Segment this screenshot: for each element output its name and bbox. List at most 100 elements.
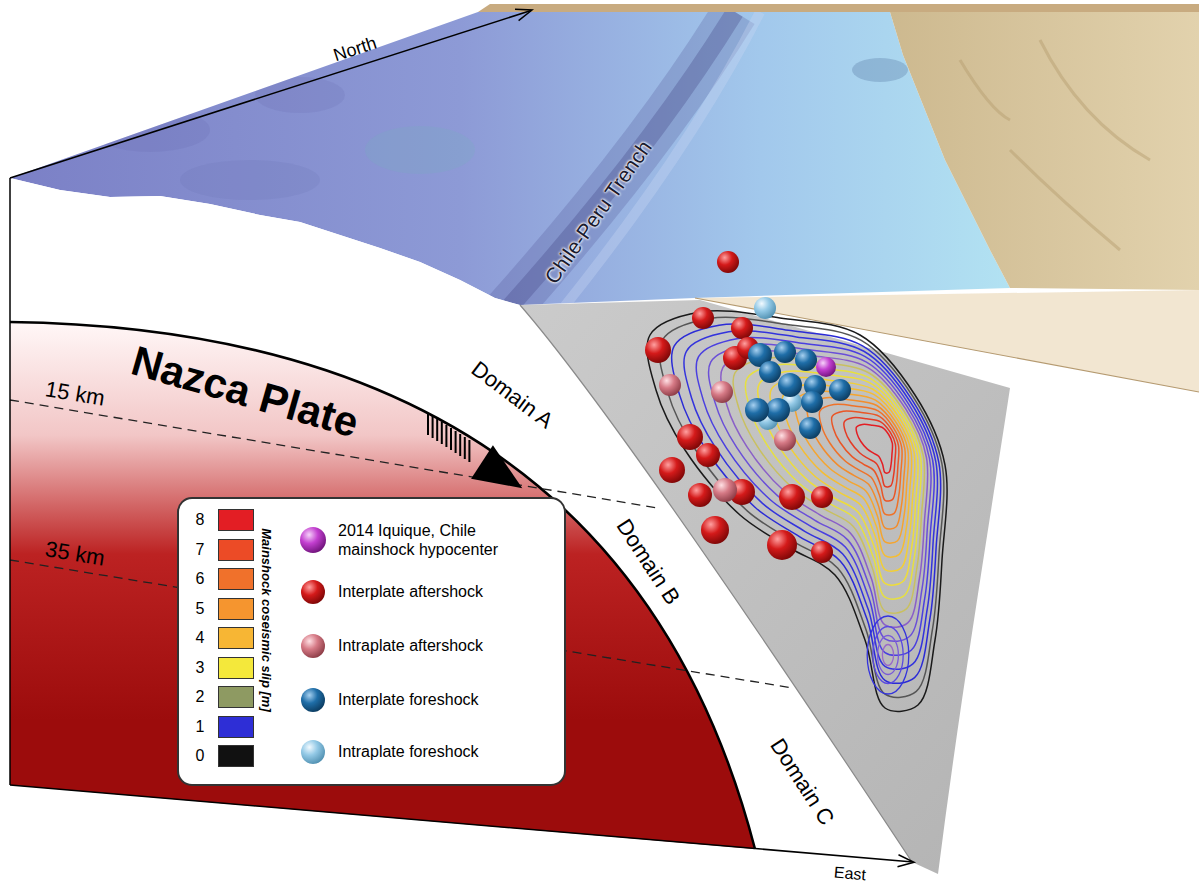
legend-text: Intraplate foreshock (338, 742, 479, 761)
earthquake-sphere (717, 251, 739, 273)
slip-contour (696, 337, 934, 655)
north-arrowhead (515, 9, 532, 20)
earthquake-sphere (774, 341, 796, 363)
axis-label: East (833, 865, 866, 884)
earthquake-sphere (816, 357, 836, 377)
earthquake-sphere (779, 484, 805, 510)
legend-text: Intraplate aftershock (338, 636, 483, 655)
slip-value: 2 (196, 688, 205, 706)
slip-contour (721, 351, 928, 628)
earthquake-sphere (801, 391, 823, 413)
slip-contour (873, 627, 903, 684)
legend-symbol (301, 740, 325, 764)
earthquake-sphere (811, 486, 833, 508)
earthquake-sphere (659, 374, 681, 396)
coast-land (890, 12, 1199, 290)
east-arrowhead (898, 855, 915, 867)
slip-value: 8 (196, 511, 205, 529)
earthquake-sphere (754, 297, 776, 319)
slip-swatch (218, 716, 254, 738)
slip-contours (647, 311, 947, 712)
slip-contour (709, 344, 932, 641)
earthquake-sphere (692, 307, 714, 329)
earthquake-sphere (713, 478, 737, 502)
slip-value: 6 (196, 570, 205, 588)
legend-symbols (300, 527, 326, 764)
earthquake-sphere (659, 457, 685, 483)
slip-value: 1 (196, 717, 205, 735)
earthquake-sphere (696, 443, 720, 467)
slip-contour (807, 398, 906, 530)
seismicity (645, 251, 851, 563)
slip-swatch (218, 686, 254, 708)
earthquake-sphere (795, 349, 817, 371)
seamount (852, 58, 908, 82)
slip-swatch (218, 657, 254, 679)
slip-swatch (218, 745, 254, 767)
earthquake-sphere (766, 398, 790, 422)
earthquake-sphere (645, 337, 671, 363)
trench-axis (505, 12, 735, 312)
legend-box (178, 498, 565, 785)
trench-wall (560, 12, 760, 312)
slip-contour (758, 371, 919, 585)
slip-contour (795, 391, 909, 543)
motion-arrow-head (471, 445, 522, 488)
legend-text: Interplate foreshock (338, 690, 479, 709)
legend-symbol (301, 688, 325, 712)
slip-value: 5 (196, 599, 205, 617)
legend-text: 2014 Iquique, Chile mainshock hypocenter (338, 521, 550, 559)
slip-value: 0 (196, 747, 205, 765)
earthquake-sphere (829, 379, 851, 401)
slip-contour (782, 384, 912, 557)
legend-symbol (300, 527, 326, 553)
earthquake-sphere (745, 398, 769, 422)
earthquake-sphere (774, 429, 796, 451)
slip-contour (882, 645, 893, 666)
earthquake-sphere (677, 424, 703, 450)
seamount (180, 160, 320, 200)
motion-arrow-tail (428, 413, 469, 462)
slip-value: 4 (196, 629, 205, 647)
slip-swatch (218, 568, 254, 590)
earthquake-sphere (701, 516, 729, 544)
slip-contour (659, 317, 944, 697)
slip-swatch (218, 627, 254, 649)
earthquake-sphere (759, 361, 781, 383)
slab-interface (520, 300, 1010, 874)
land-relief (960, 40, 1150, 250)
slip-swatch (218, 539, 254, 561)
slip-value: 3 (196, 658, 205, 676)
legend-title: Mainshock coseismic slip [m] (260, 528, 273, 712)
block-edge (9, 178, 11, 785)
slip-contour (733, 357, 925, 613)
block-top-edge (478, 4, 1199, 12)
slip-swatch (218, 509, 254, 531)
slip-contour (684, 331, 938, 670)
slip-contour (672, 324, 941, 683)
slip-swatch (218, 598, 254, 620)
earthquake-sphere (711, 381, 733, 403)
earthquake-sphere (811, 541, 833, 563)
slip-contour (844, 418, 896, 487)
slip-contour (878, 636, 899, 675)
slip-value: 7 (196, 540, 205, 558)
earthquake-sphere (778, 373, 802, 397)
legend-text: Interplate aftershock (338, 582, 483, 601)
slip-contour (867, 616, 909, 694)
seamount (365, 126, 475, 174)
north-axis (10, 11, 531, 179)
slip-contour (856, 424, 893, 473)
earthquake-sphere (799, 417, 821, 439)
slip-contour (647, 311, 947, 712)
continental-slab (695, 290, 1199, 392)
legend-symbol (301, 580, 325, 604)
east-axis (10, 785, 913, 862)
seamount (90, 108, 210, 152)
slip-contour (745, 364, 921, 599)
earthquake-sphere (731, 317, 753, 339)
slip-contour (831, 411, 899, 501)
earthquake-sphere (767, 530, 797, 560)
